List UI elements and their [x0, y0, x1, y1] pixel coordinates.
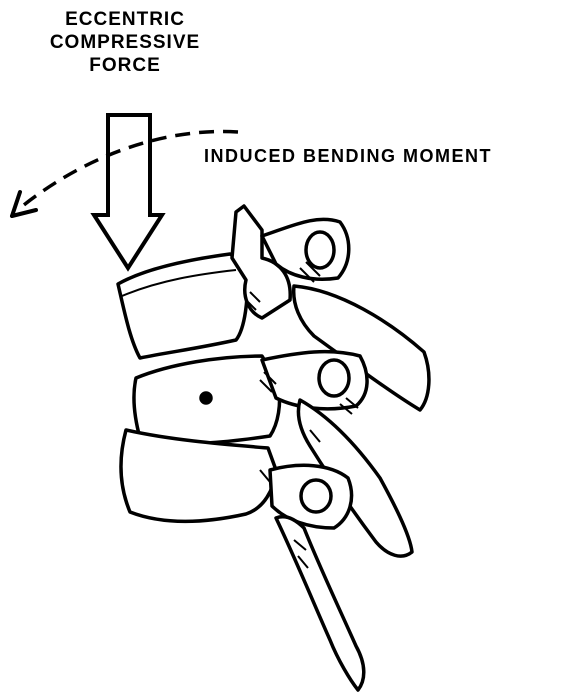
vertebra-lower	[121, 430, 364, 690]
compressive-force-arrow	[94, 115, 162, 268]
